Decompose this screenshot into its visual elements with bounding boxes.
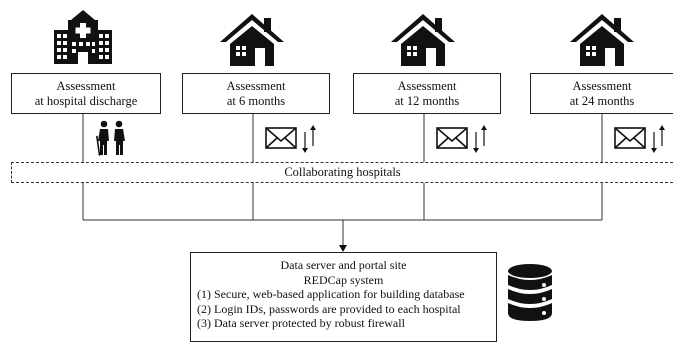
mail-exchange-icon xyxy=(614,125,665,153)
hospital-icon xyxy=(54,10,112,64)
stage-box-6-months: Assessment at 6 months xyxy=(182,73,330,114)
server-feature-item: (3) Data server protected by robust fire… xyxy=(197,316,405,331)
server-feature-item: (2) Login IDs, passwords are provided to… xyxy=(197,301,461,316)
database-icon xyxy=(508,264,552,321)
stage-timepoint: at 12 months xyxy=(394,94,460,108)
data-server-box: Data server and portal site REDCap syste… xyxy=(190,252,497,342)
stage-title: Assessment xyxy=(397,79,457,93)
server-feature-item: (1) Secure, web-based application for bu… xyxy=(197,287,465,302)
server-title: Data server and portal site xyxy=(280,258,407,272)
elderly-couple-icon xyxy=(96,120,125,156)
collaborating-hospitals-label: Collaborating hospitals xyxy=(284,165,401,179)
stage-box-discharge: Assessment at hospital discharge xyxy=(11,73,161,114)
collaborating-hospitals-band: Collaborating hospitals xyxy=(11,162,673,183)
study-flow-diagram: Assessment at hospital discharge Assessm… xyxy=(11,10,673,342)
stage-box-24-months: Assessment at 24 months xyxy=(530,73,673,114)
stage-title: Assessment xyxy=(56,79,116,93)
stage-timepoint: at hospital discharge xyxy=(34,94,138,108)
stage-title: Assessment xyxy=(572,79,632,93)
mail-exchange-icon xyxy=(265,125,316,153)
stage-timepoint: at 24 months xyxy=(569,94,635,108)
stage-title: Assessment xyxy=(226,79,286,93)
server-subtitle: REDCap system xyxy=(303,272,384,287)
stage-timepoint: at 6 months xyxy=(226,94,286,108)
mail-exchange-icon xyxy=(436,125,487,153)
house-icon xyxy=(391,14,455,66)
stage-box-12-months: Assessment at 12 months xyxy=(353,73,501,114)
arrowhead-down xyxy=(339,245,347,252)
house-icon xyxy=(570,14,634,66)
connector-lines xyxy=(82,114,603,252)
house-icon xyxy=(220,14,284,66)
